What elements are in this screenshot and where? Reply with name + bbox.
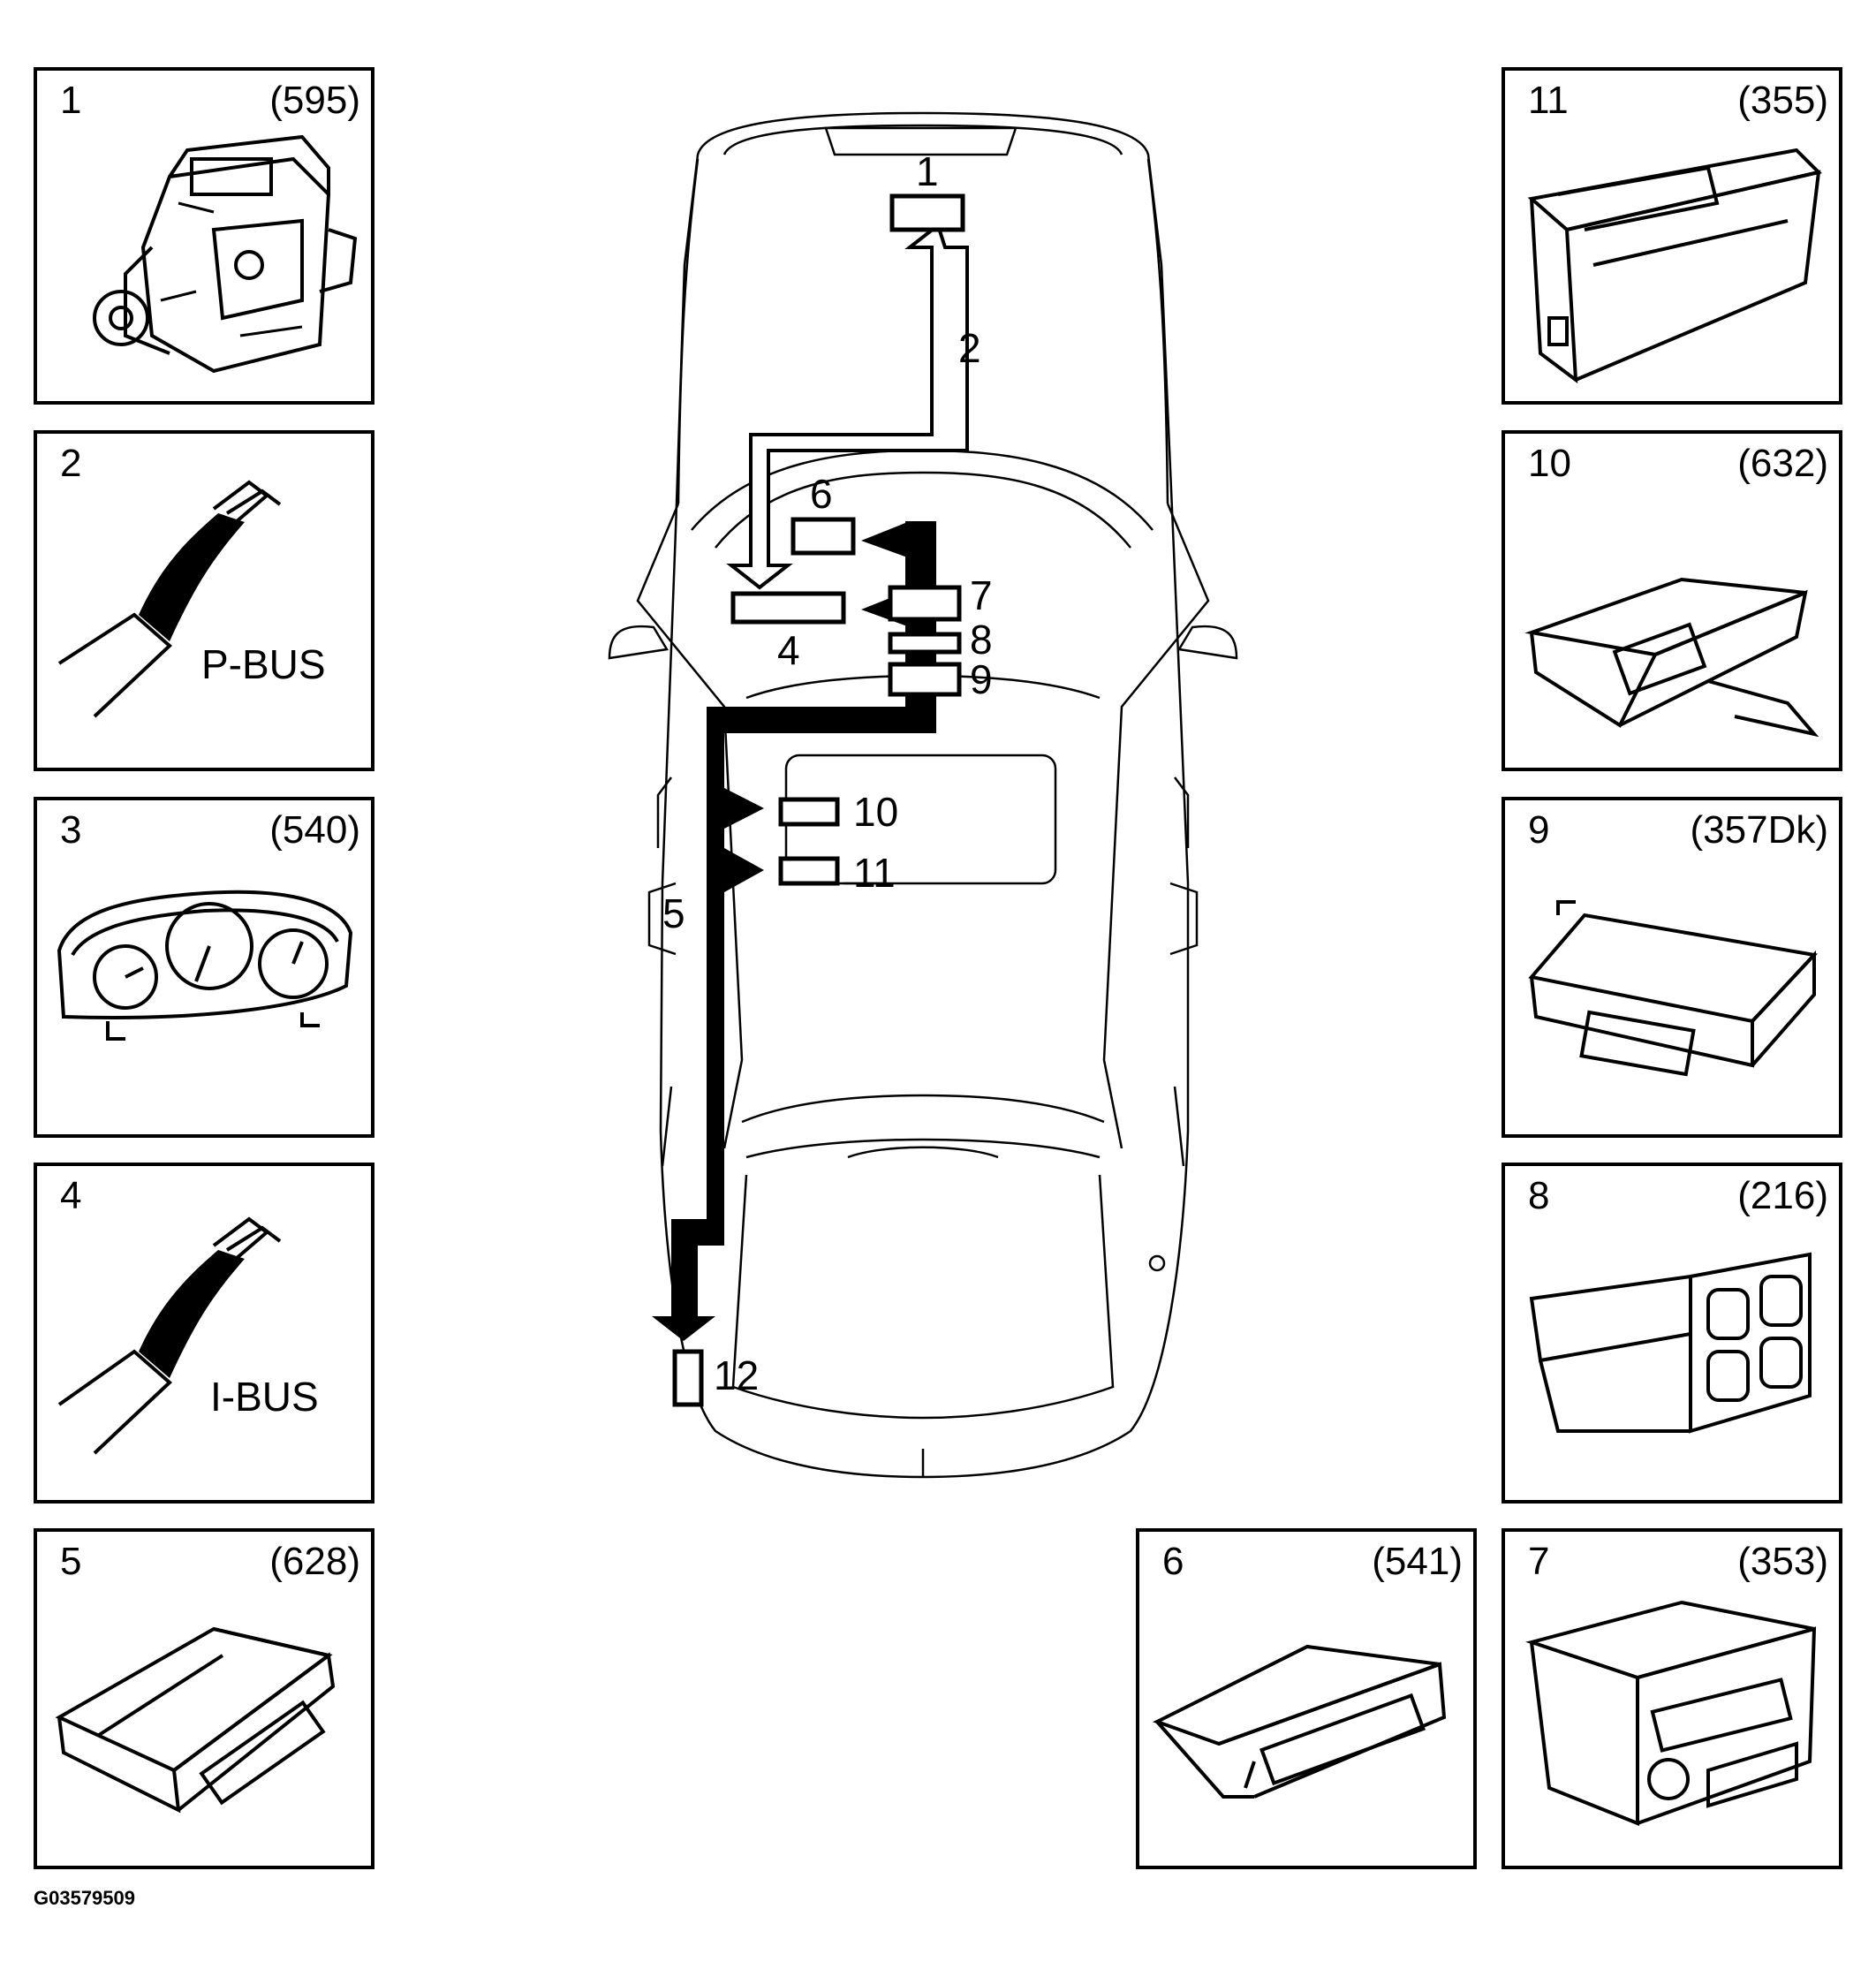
car-label-2: 2 — [958, 325, 981, 371]
climate-control-icon — [1529, 1252, 1812, 1434]
panel-number: 7 — [1528, 1540, 1550, 1583]
component-code: (541) — [1372, 1540, 1463, 1583]
car-label-7: 7 — [970, 572, 993, 618]
car-label-4: 4 — [777, 627, 800, 673]
car-label-10: 10 — [853, 789, 898, 835]
module-box-8 — [888, 632, 962, 655]
control-module-icon — [1528, 900, 1818, 1077]
car-body-outline — [608, 111, 1238, 1479]
car-label-1: 1 — [916, 148, 939, 194]
component-code: (540) — [269, 808, 360, 852]
instrument-cluster-icon — [57, 890, 353, 1041]
arrow-to-10 — [724, 788, 764, 829]
control-module-icon — [55, 1626, 336, 1814]
panel-number: 4 — [60, 1174, 82, 1217]
panel-number: 6 — [1162, 1540, 1184, 1583]
bus-cable-icon — [57, 480, 282, 718]
component-code: (632) — [1737, 442, 1828, 485]
figure-code: G03579509 — [34, 1887, 135, 1909]
p-bus-arrow — [726, 222, 969, 590]
panel-number: 11 — [1528, 79, 1569, 122]
arrow-to-6 — [861, 521, 910, 558]
car-label-12: 12 — [714, 1352, 759, 1398]
component-code: (357Dk) — [1690, 808, 1829, 852]
component-code: (353) — [1737, 1540, 1828, 1583]
i-bus-label: I-BUS — [210, 1374, 319, 1420]
component-code: (628) — [269, 1540, 360, 1583]
module-box-10 — [778, 797, 840, 827]
injection-pump-icon — [93, 134, 358, 374]
information-display-icon — [1152, 1644, 1447, 1799]
p-bus-label: P-BUS — [201, 641, 326, 687]
module-box-6 — [790, 517, 856, 556]
car-label-6: 6 — [810, 471, 833, 517]
control-module-icon — [1524, 577, 1819, 738]
panel-number: 1 — [60, 79, 82, 122]
panel-number: 5 — [60, 1540, 82, 1583]
i-bus-path — [652, 521, 936, 1341]
car-label-11: 11 — [853, 850, 896, 896]
panel-number: 9 — [1528, 808, 1550, 852]
component-code: (355) — [1737, 79, 1828, 122]
panel-4-i-bus: 4 I-BUS — [34, 1163, 374, 1504]
panel-7-radio: 7 (353) — [1502, 1528, 1842, 1869]
arrow-to-11 — [724, 848, 764, 892]
radio-icon — [1525, 1600, 1817, 1826]
module-box-4 — [730, 591, 846, 625]
module-box-1 — [889, 193, 965, 232]
panel-10-control-module: 10 (632) — [1502, 430, 1842, 771]
module-box-12 — [672, 1349, 704, 1407]
panel-number: 8 — [1528, 1174, 1550, 1217]
panel-6-information-display: 6 (541) — [1136, 1528, 1477, 1869]
car-label-8: 8 — [970, 617, 993, 663]
panel-number: 10 — [1528, 442, 1571, 485]
component-code: (216) — [1737, 1174, 1828, 1217]
panel-2-p-bus: 2 P-BUS — [34, 430, 374, 771]
module-box-7 — [888, 585, 962, 622]
bus-cable-icon — [57, 1216, 282, 1455]
panel-8-climate-control-panel: 8 (216) — [1502, 1163, 1842, 1504]
panel-1-injection-pump: 1 (595) — [34, 67, 374, 405]
panel-number: 2 — [60, 442, 82, 485]
control-module-icon — [1527, 148, 1822, 384]
car-label-9: 9 — [970, 656, 993, 702]
panel-5-control-module: 5 (628) — [34, 1528, 374, 1869]
module-box-11 — [778, 856, 840, 886]
panel-3-instrument-cluster: 3 (540) — [34, 797, 374, 1138]
car-label-5: 5 — [662, 890, 685, 936]
panel-number: 3 — [60, 808, 82, 852]
component-code: (595) — [269, 79, 360, 122]
panel-11-control-module: 11 (355) — [1502, 67, 1842, 405]
module-box-9 — [888, 662, 962, 697]
panel-9-control-module: 9 (357Dk) — [1502, 797, 1842, 1138]
